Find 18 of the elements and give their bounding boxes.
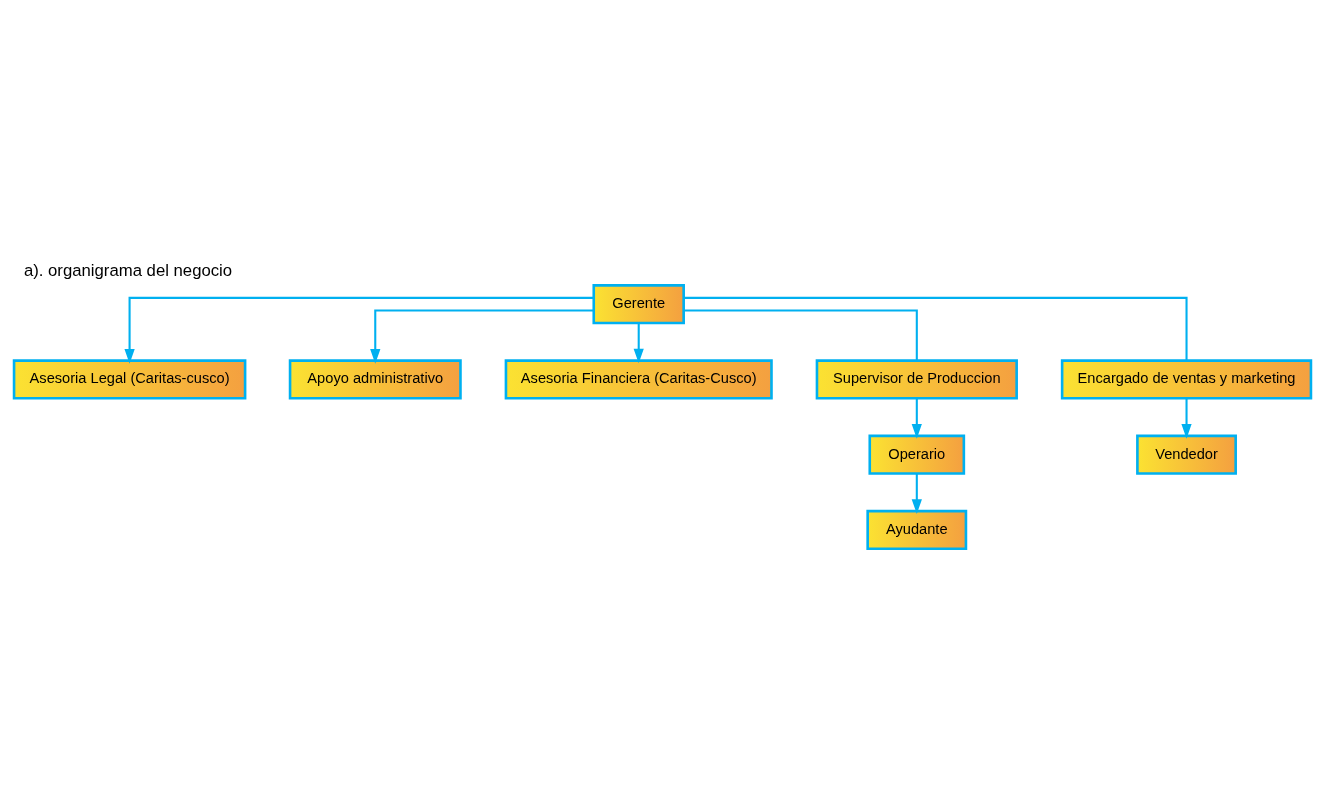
arrow <box>370 309 594 364</box>
node-box: Asesoria Financiera (Caritas-Cusco) <box>504 359 773 400</box>
arrow <box>124 296 594 364</box>
node-box: Ayudante <box>866 509 968 551</box>
node-box: Asesoria Legal (Caritas-cusco) <box>12 359 247 400</box>
arrow <box>633 323 644 364</box>
arrow <box>911 398 922 439</box>
node-box: Operario <box>868 434 966 475</box>
connector <box>684 296 1188 361</box>
connector <box>683 309 918 361</box>
node-box: Apoyo administrativo <box>288 359 462 400</box>
arrow <box>1181 398 1192 439</box>
node-box: Gerente <box>592 284 685 325</box>
arrow <box>911 473 922 514</box>
diagram-title: a). organigrama del negocio <box>23 260 233 280</box>
node-box: Vendedor <box>1136 434 1237 475</box>
node-box: Encargado de ventas y marketing <box>1060 359 1313 400</box>
node-box: Supervisor de Produccion <box>815 359 1018 400</box>
